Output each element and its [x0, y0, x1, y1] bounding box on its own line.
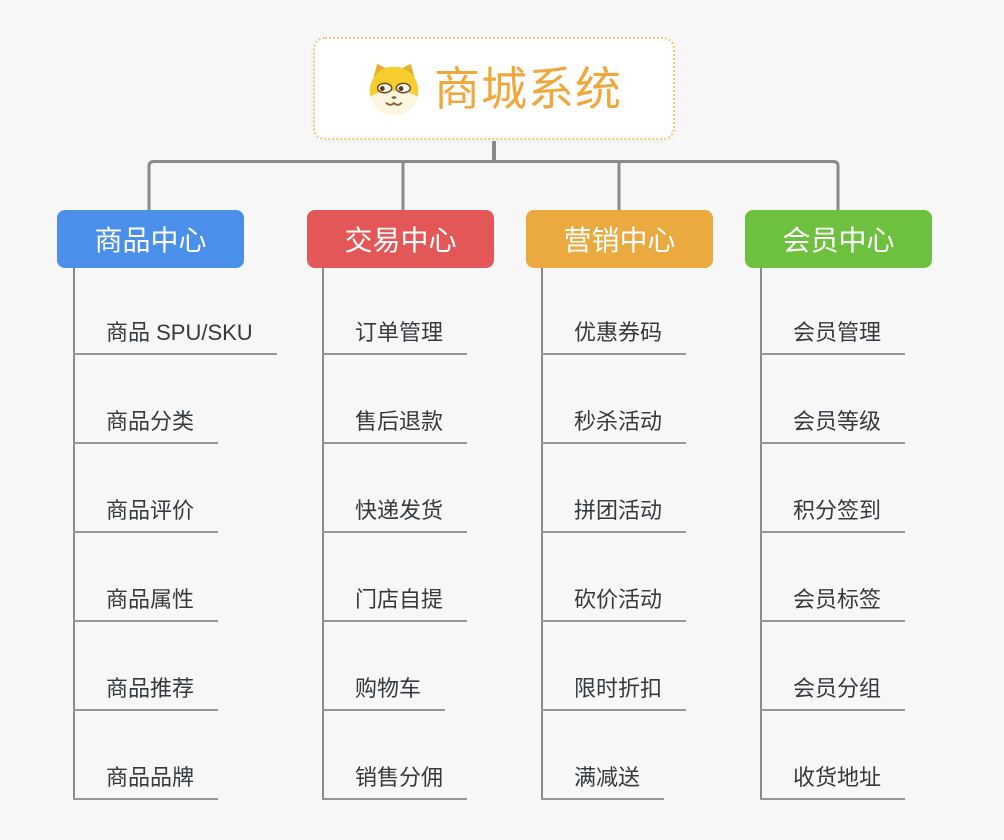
leaf-topic[interactable]: 积分签到 — [760, 497, 906, 533]
branch-node-member-center[interactable]: 会员中心 — [745, 210, 932, 268]
branch-node-marketing-center[interactable]: 营销中心 — [526, 210, 713, 268]
root-title: 商城系统 — [434, 62, 622, 115]
leaf-topic[interactable]: 满减送 — [541, 764, 665, 800]
leaf-topic[interactable]: 门店自提 — [322, 586, 468, 622]
leaf-topic[interactable]: 秒杀活动 — [541, 408, 687, 444]
branch-node-product-center[interactable]: 商品中心 — [57, 210, 244, 268]
leaf-topic[interactable]: 售后退款 — [322, 408, 468, 444]
leaf-topic[interactable]: 优惠券码 — [541, 319, 687, 355]
leaf-topic[interactable]: 会员分组 — [760, 675, 906, 711]
leaf-topic[interactable]: 收货地址 — [760, 764, 906, 800]
leaf-topic[interactable]: 商品推荐 — [73, 675, 219, 711]
leaf-column-member-center: 会员管理 会员等级 积分签到 会员标签 会员分组 收货地址 — [760, 268, 992, 800]
root-node-mall-system[interactable]: 商城系统 — [313, 37, 675, 140]
branch-label: 会员中心 — [782, 225, 895, 256]
branch-label: 营销中心 — [563, 225, 676, 256]
leaf-column-marketing-center: 优惠券码 秒杀活动 拼团活动 砍价活动 限时折扣 满减送 — [541, 268, 773, 800]
leaf-topic[interactable]: 商品品牌 — [73, 764, 219, 800]
leaf-topic[interactable]: 砍价活动 — [541, 586, 687, 622]
dog-face-icon — [369, 63, 419, 115]
leaf-topic[interactable]: 会员等级 — [760, 408, 906, 444]
leaf-topic[interactable]: 商品属性 — [73, 586, 219, 622]
branch-label: 商品中心 — [94, 225, 207, 256]
leaf-column-trade-center: 订单管理 售后退款 快递发货 门店自提 购物车 销售分佣 — [322, 268, 554, 800]
leaf-topic[interactable]: 拼团活动 — [541, 497, 687, 533]
branch-label: 交易中心 — [344, 225, 457, 256]
leaf-topic[interactable]: 会员管理 — [760, 319, 906, 355]
leaf-topic[interactable]: 商品评价 — [73, 497, 219, 533]
leaf-topic[interactable]: 销售分佣 — [322, 764, 468, 800]
branch-node-trade-center[interactable]: 交易中心 — [307, 210, 494, 268]
leaf-column-product-center: 商品 SPU/SKU 商品分类 商品评价 商品属性 商品推荐 商品品牌 — [73, 268, 305, 800]
leaf-topic[interactable]: 会员标签 — [760, 586, 906, 622]
leaf-topic[interactable]: 限时折扣 — [541, 675, 687, 711]
leaf-topic[interactable]: 订单管理 — [322, 319, 468, 355]
leaf-topic[interactable]: 商品 SPU/SKU — [73, 319, 277, 355]
leaf-topic[interactable]: 购物车 — [322, 675, 446, 711]
leaf-topic[interactable]: 商品分类 — [73, 408, 219, 444]
leaf-topic[interactable]: 快递发货 — [322, 497, 468, 533]
